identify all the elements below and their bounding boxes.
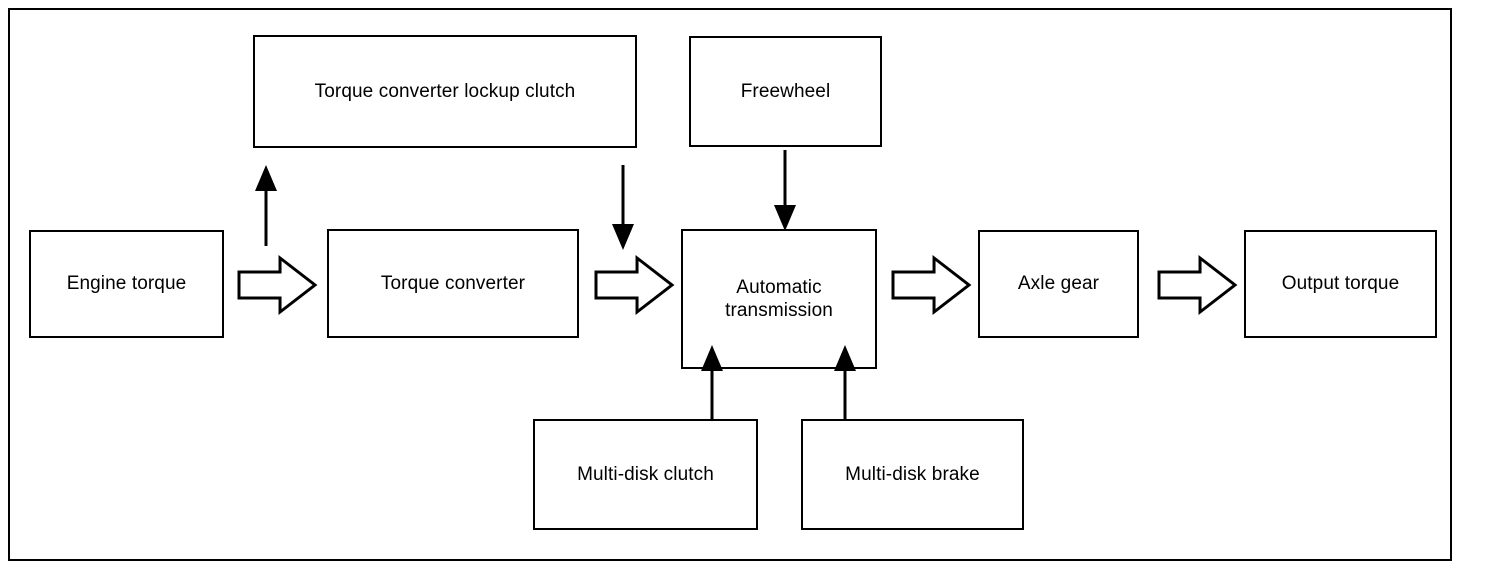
node-multi-disk-clutch[interactable]: Multi-disk clutch [533, 419, 758, 530]
node-torque-converter[interactable]: Torque converter [327, 229, 579, 338]
node-output-torque[interactable]: Output torque [1244, 230, 1437, 338]
node-label-torque-converter: Torque converter [380, 272, 526, 294]
node-engine-torque[interactable]: Engine torque [29, 230, 224, 338]
node-label-engine-torque: Engine torque [66, 273, 187, 295]
node-label-multi-disk-clutch: Multi-disk clutch [577, 463, 714, 485]
node-automatic-transmission[interactable]: Automatic transmission [681, 229, 877, 369]
node-axle-gear[interactable]: Axle gear [978, 230, 1139, 338]
node-label-multi-disk-brake: Multi-disk brake [845, 463, 980, 485]
node-label-torque-converter-lockup-clutch: Torque converter lockup clutch [314, 80, 576, 102]
node-label-axle-gear: Axle gear [1017, 273, 1100, 295]
node-label-automatic-transmission: Automatic transmission [725, 276, 833, 321]
node-multi-disk-brake[interactable]: Multi-disk brake [801, 419, 1024, 530]
node-label-freewheel: Freewheel [740, 80, 831, 102]
node-label-output-torque: Output torque [1281, 273, 1400, 295]
node-torque-converter-lockup-clutch[interactable]: Torque converter lockup clutch [253, 35, 637, 148]
node-freewheel[interactable]: Freewheel [689, 36, 882, 147]
